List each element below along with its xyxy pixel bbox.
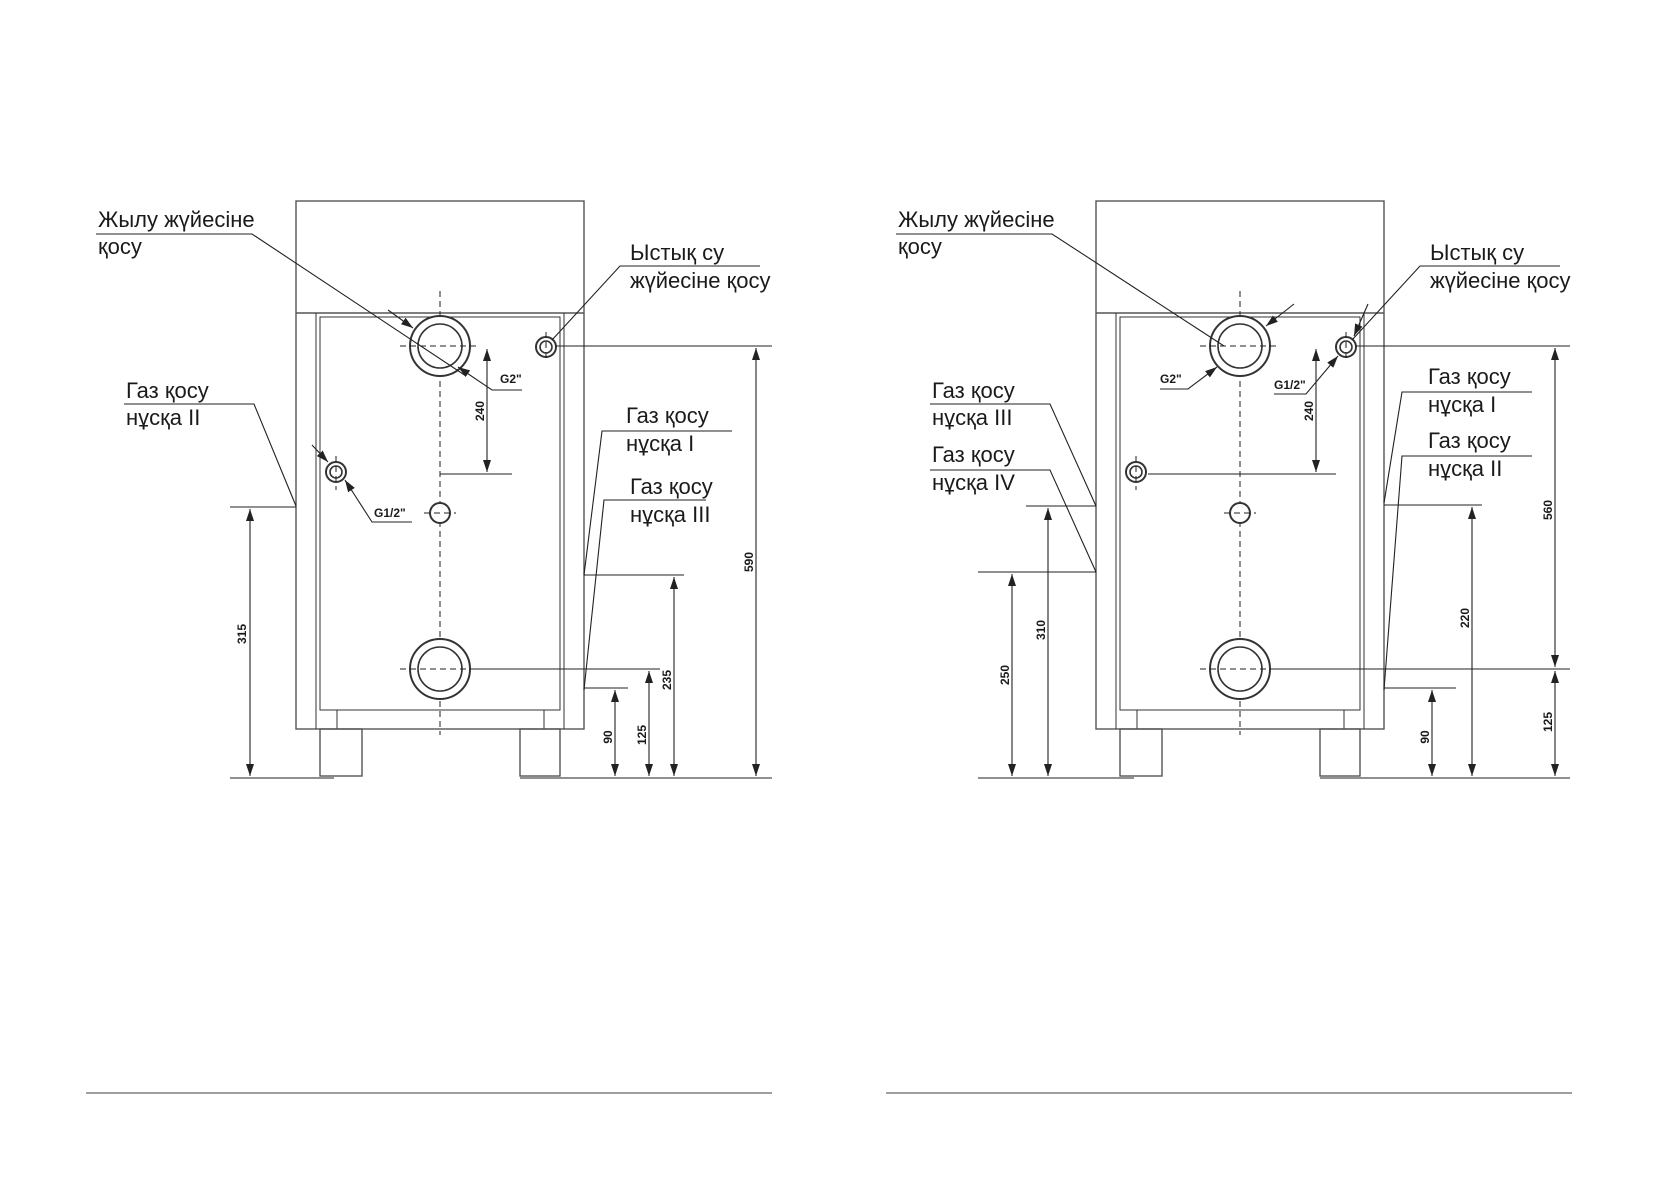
right-dim-220: 220 bbox=[1384, 504, 1482, 776]
svg-text:Газ қосу: Газ қосу bbox=[1428, 364, 1511, 389]
right-center-pipe bbox=[1224, 502, 1256, 524]
left-dim-590: 590 bbox=[520, 345, 772, 779]
left-label-gas-2: Газ қосу нұсқа II bbox=[124, 378, 297, 507]
right-label-heating: Жылу жүйесіне қосу bbox=[896, 207, 1225, 347]
svg-text:Жылу жүйесіне: Жылу жүйесіне bbox=[898, 207, 1055, 232]
left-dim-125: 125 bbox=[474, 668, 660, 776]
right-dim-250: 250 bbox=[978, 571, 1134, 779]
svg-text:G2": G2" bbox=[500, 372, 522, 386]
left-boiler-view: Жылу жүйесіне қосу Ыстық су жүйесіне қос… bbox=[96, 200, 772, 779]
right-boiler-view: Жылу жүйесіне қосу Ыстық су жүйесіне қос… bbox=[896, 200, 1571, 779]
svg-text:560: 560 bbox=[1541, 500, 1555, 520]
left-thread-g12: G1/2" bbox=[311, 444, 412, 523]
svg-text:250: 250 bbox=[998, 665, 1012, 685]
svg-text:нұсқа II: нұсқа II bbox=[126, 405, 200, 430]
svg-text:240: 240 bbox=[1302, 401, 1316, 421]
svg-text:Ыстық су: Ыстық су bbox=[1430, 240, 1524, 265]
right-thread-g2: G2" bbox=[1160, 303, 1295, 390]
svg-text:жүйесіне қосу: жүйесіне қосу bbox=[1430, 268, 1571, 293]
svg-text:310: 310 bbox=[1034, 620, 1048, 640]
left-thread-g2: G2" bbox=[387, 309, 522, 391]
left-label-gas-3: Газ қосу нұсқа III bbox=[583, 474, 713, 691]
left-heating-supply-pipe bbox=[400, 315, 480, 377]
svg-text:90: 90 bbox=[601, 730, 615, 744]
svg-text:нұсқа II: нұсқа II bbox=[1428, 456, 1502, 481]
svg-text:125: 125 bbox=[635, 725, 649, 745]
left-foot-right bbox=[519, 728, 561, 777]
left-hot-water-pipe bbox=[535, 332, 557, 362]
svg-text:Газ қосу: Газ қосу bbox=[630, 474, 713, 499]
left-heating-return-pipe bbox=[400, 638, 480, 700]
svg-text:нұсқа I: нұсқа I bbox=[626, 431, 694, 456]
left-gas-pipe bbox=[325, 456, 347, 490]
svg-text:нұсқа III: нұсқа III bbox=[932, 405, 1012, 430]
svg-text:125: 125 bbox=[1541, 712, 1555, 732]
svg-text:қосу: қосу bbox=[98, 234, 142, 259]
left-center-pipe bbox=[424, 502, 456, 524]
right-label-hot-water: Ыстық су жүйесіне қосу bbox=[1351, 240, 1571, 341]
svg-text:жүйесіне қосу: жүйесіне қосу bbox=[630, 268, 771, 293]
svg-text:315: 315 bbox=[235, 624, 249, 644]
svg-text:240: 240 bbox=[473, 401, 487, 421]
right-foot-right bbox=[1319, 728, 1361, 777]
svg-text:G1/2": G1/2" bbox=[1274, 378, 1306, 392]
svg-text:235: 235 bbox=[660, 670, 674, 690]
svg-text:90: 90 bbox=[1418, 730, 1432, 744]
right-label-gas-4: Газ қосу нұсқа IV bbox=[930, 442, 1097, 573]
svg-text:590: 590 bbox=[742, 552, 756, 572]
right-dim-240: 240 bbox=[1148, 349, 1336, 475]
svg-text:Газ қосу: Газ қосу bbox=[126, 378, 209, 403]
right-heating-return-pipe bbox=[1200, 638, 1280, 700]
svg-text:Газ қосу: Газ қосу bbox=[1428, 428, 1511, 453]
left-label-heating: Жылу жүйесіне қосу bbox=[96, 207, 467, 377]
right-dim-125: 125 bbox=[1541, 671, 1559, 776]
left-label-hot-water: Ыстық су жүйесіне қосу bbox=[551, 240, 771, 341]
svg-text:Жылу жүйесіне: Жылу жүйесіне bbox=[98, 207, 255, 232]
right-heating-supply-pipe bbox=[1200, 315, 1280, 377]
svg-text:қосу: қосу bbox=[898, 234, 942, 259]
svg-text:Ыстық су: Ыстық су bbox=[630, 240, 724, 265]
svg-text:Газ қосу: Газ қосу bbox=[932, 442, 1015, 467]
right-label-gas-1: Газ қосу нұсқа I bbox=[1383, 364, 1532, 504]
svg-text:G1/2": G1/2" bbox=[374, 506, 406, 520]
right-thread-g12: G1/2" bbox=[1274, 303, 1369, 395]
right-foot-left bbox=[1119, 728, 1163, 777]
right-label-gas-3: Газ қосу нұсқа III bbox=[930, 378, 1097, 507]
right-dim-310: 310 bbox=[1026, 505, 1096, 776]
left-dim-240: 240 bbox=[440, 349, 512, 475]
svg-text:G2": G2" bbox=[1160, 372, 1182, 386]
left-dim-235: 235 bbox=[584, 574, 684, 776]
left-dim-315: 315 bbox=[230, 506, 334, 779]
right-dim-90: 90 bbox=[1384, 687, 1456, 776]
right-label-gas-2: Газ қосу нұсқа II bbox=[1383, 428, 1532, 691]
right-hot-water-pipe bbox=[1335, 332, 1357, 362]
svg-text:нұсқа IV: нұсқа IV bbox=[932, 470, 1015, 495]
svg-text:нұсқа III: нұсқа III bbox=[630, 502, 710, 527]
svg-text:220: 220 bbox=[1458, 608, 1472, 628]
left-dim-90: 90 bbox=[584, 687, 628, 776]
right-gas-pipe bbox=[1125, 456, 1147, 490]
svg-text:нұсқа I: нұсқа I bbox=[1428, 392, 1496, 417]
svg-text:Газ қосу: Газ қосу bbox=[626, 403, 709, 428]
svg-text:Газ қосу: Газ қосу bbox=[932, 378, 1015, 403]
left-foot-left bbox=[319, 728, 363, 777]
left-label-gas-1: Газ қосу нұсқа I bbox=[583, 403, 732, 576]
right-dim-560: 560 bbox=[1276, 345, 1570, 779]
